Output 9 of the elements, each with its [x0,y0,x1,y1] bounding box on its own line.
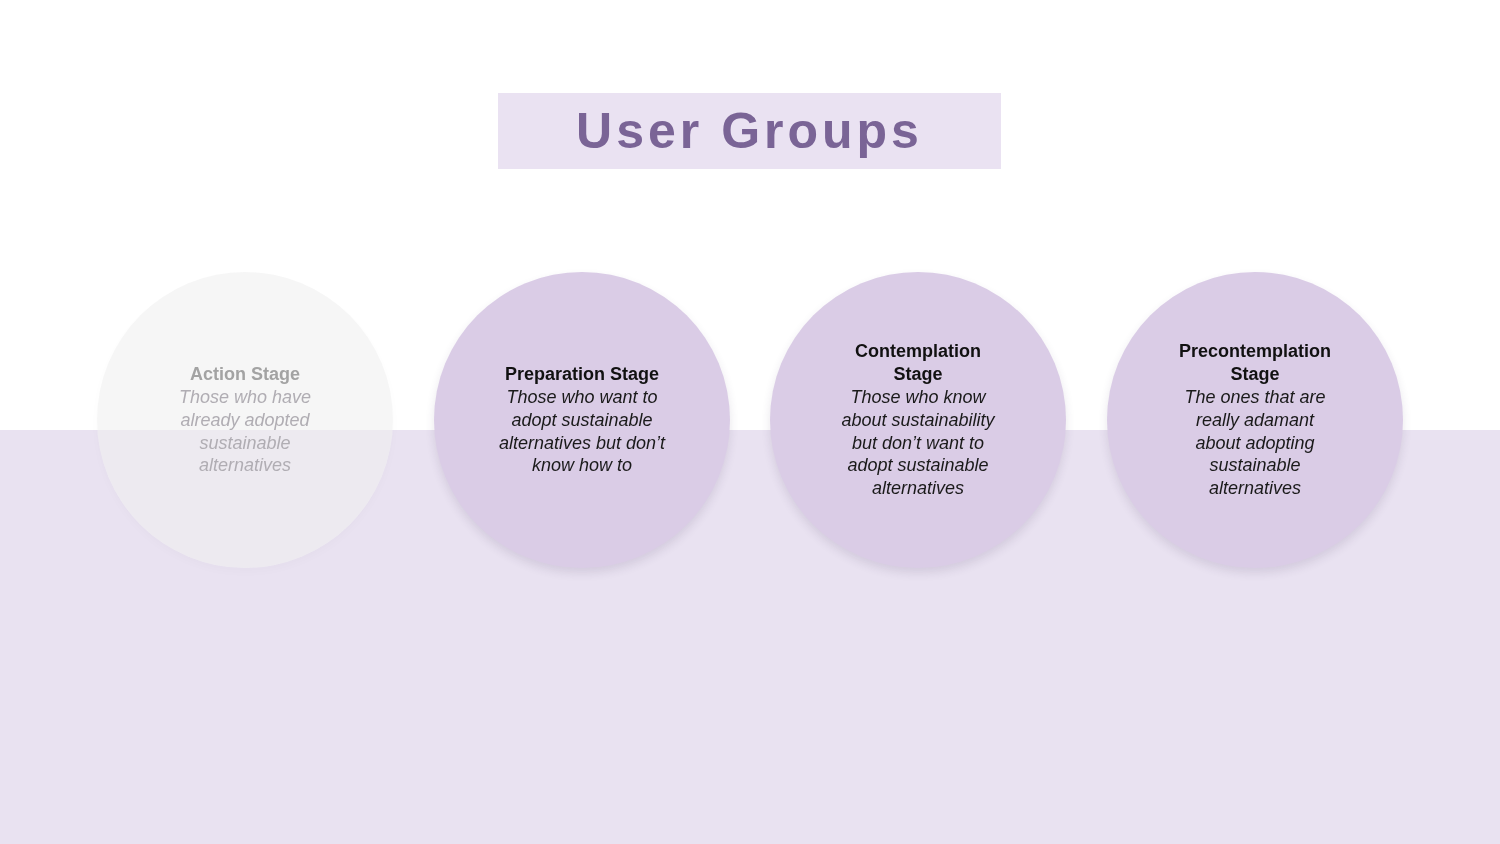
stage-title: Contemplation Stage [854,340,982,387]
stage-title: Precontemplation Stage [1178,340,1332,387]
stage-description: Those who have already adopted sustainable alternatives [177,386,313,477]
stage-description: Those who want to adopt sustainable alternatives but don’t know how to [497,386,667,477]
stage-title: Action Stage [189,363,301,387]
stage-description: Those who know about sustainability but don’t want to adopt sustainable alternatives [840,386,996,500]
stage-description: The ones that are really adamant about adopting sustainable alternatives [1183,386,1327,500]
stage-title: Preparation Stage [503,363,660,387]
page-title: User Groups [576,103,923,159]
